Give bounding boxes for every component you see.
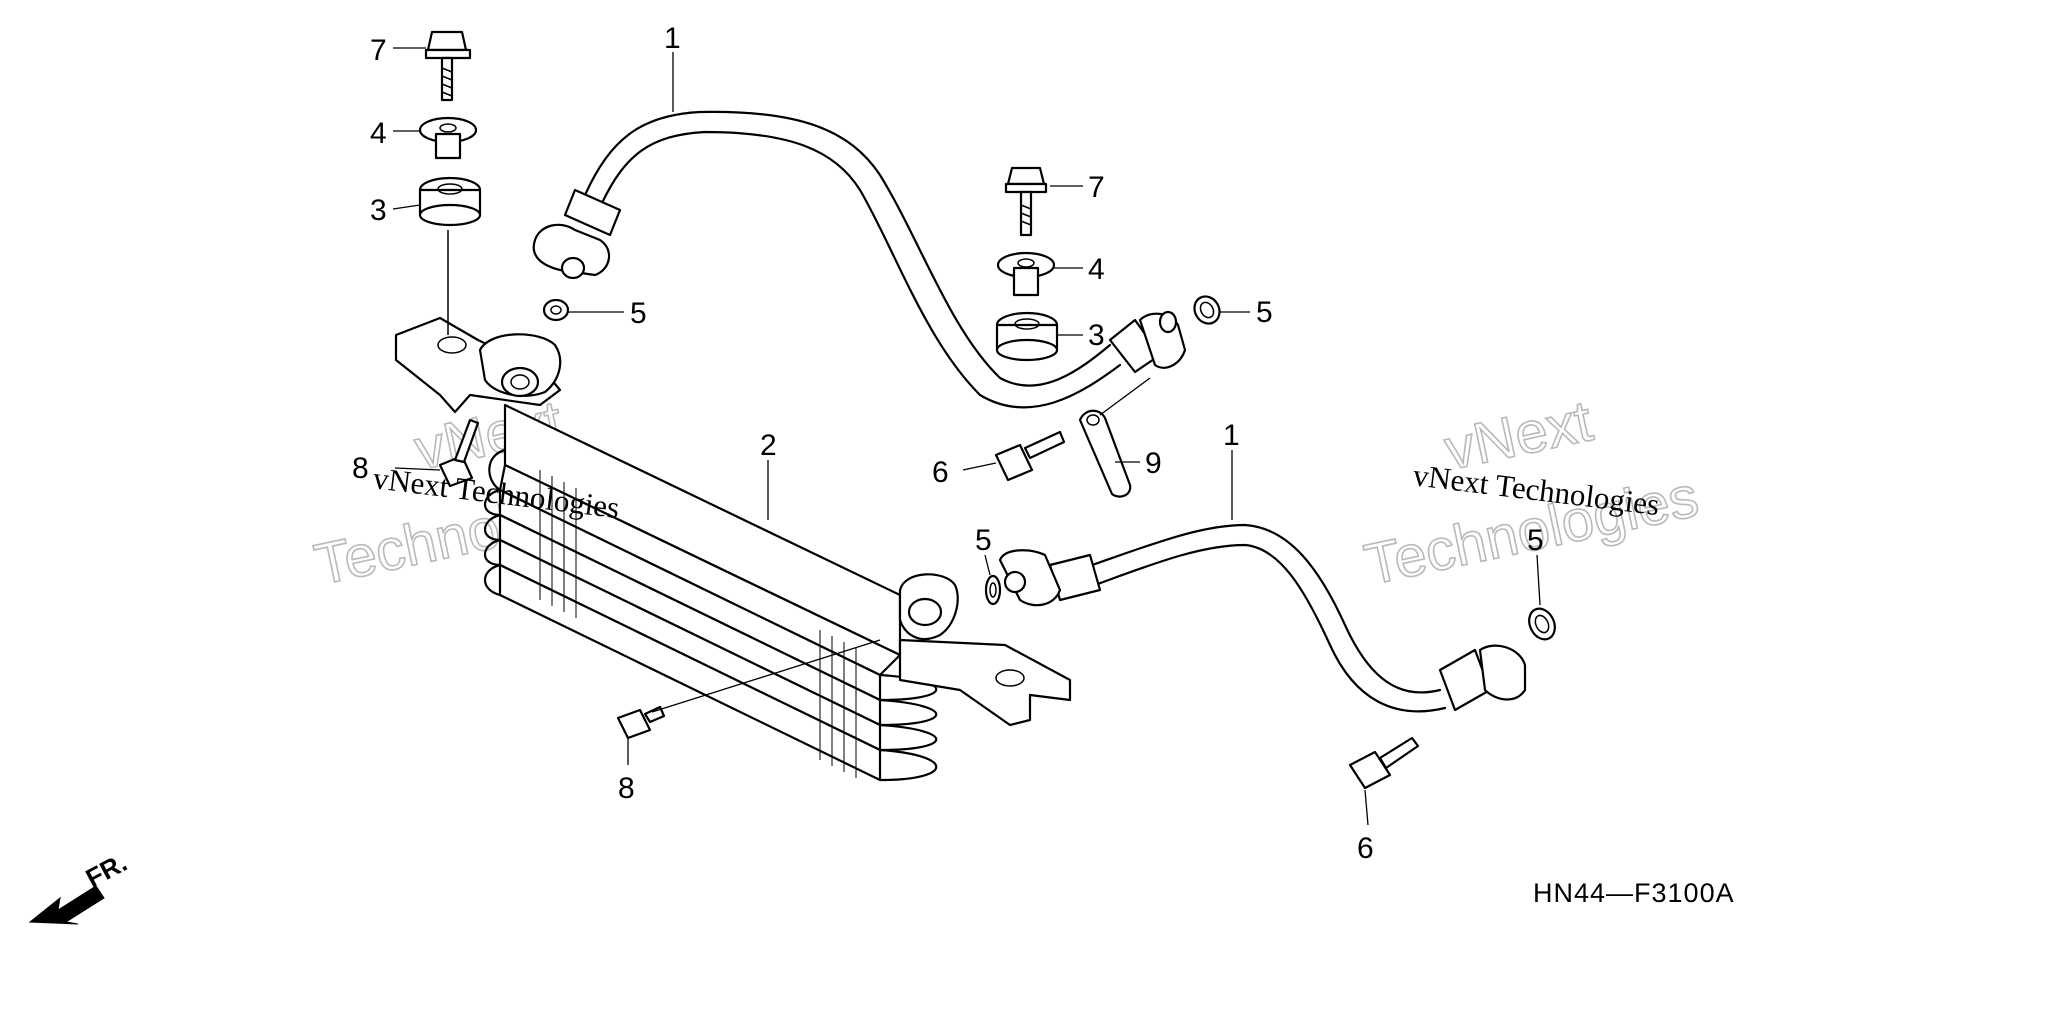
callout-cooler: 2 <box>760 429 777 462</box>
callout-grommet-left: 3 <box>370 194 387 227</box>
collar-4-left <box>418 116 478 160</box>
callout-stay: 9 <box>1145 447 1162 480</box>
stay-9 <box>1078 409 1132 498</box>
callout-washer-c: 5 <box>975 524 992 557</box>
callout-bolt8-bottom: 8 <box>618 772 635 805</box>
bolt-6-b <box>1348 736 1420 790</box>
callout-hose-upper: 1 <box>664 22 681 55</box>
callouts: 1 7 4 3 5 7 4 3 5 2 1 8 6 9 5 5 8 6 <box>352 22 1544 865</box>
leader-lines <box>392 47 1541 826</box>
washer-5-a <box>542 298 570 322</box>
callout-bolt8-left: 8 <box>352 452 369 485</box>
callout-bolt7-right: 7 <box>1088 171 1105 204</box>
callout-collar-right: 4 <box>1088 253 1105 286</box>
bolt-8-bottom <box>616 705 666 740</box>
callout-hose-lower: 1 <box>1223 419 1240 452</box>
washer-5-b <box>1193 295 1221 325</box>
bolt-8-left <box>438 418 480 488</box>
diagram-code: HN44—F3100A <box>1533 878 1735 908</box>
callout-washer-a: 5 <box>630 297 647 330</box>
callout-grommet-right: 3 <box>1088 319 1105 352</box>
front-arrow: FR. <box>28 847 132 925</box>
washer-5-c <box>984 574 1002 606</box>
callout-washer-d: 5 <box>1527 524 1544 557</box>
front-label: FR. <box>81 847 132 893</box>
oil-hose-upper <box>532 110 1187 409</box>
oil-cooler <box>394 316 1072 782</box>
bolt-7-left <box>424 30 472 102</box>
bolt-6-a <box>994 430 1066 482</box>
callout-bolt6-b: 6 <box>1357 832 1374 865</box>
collar-4-right <box>996 251 1056 297</box>
oil-hose-lower <box>998 523 1527 713</box>
grommet-3-right <box>995 311 1059 362</box>
callout-washer-b: 5 <box>1256 296 1273 329</box>
front-arrow-icon <box>28 885 105 925</box>
washer-5-d <box>1528 607 1556 641</box>
callout-bolt6-a: 6 <box>932 456 949 489</box>
grommet-3-left <box>418 176 482 227</box>
callout-collar-left: 4 <box>370 117 387 150</box>
callout-bolt7-left: 7 <box>370 34 387 67</box>
bolt-7-right <box>1004 166 1048 237</box>
